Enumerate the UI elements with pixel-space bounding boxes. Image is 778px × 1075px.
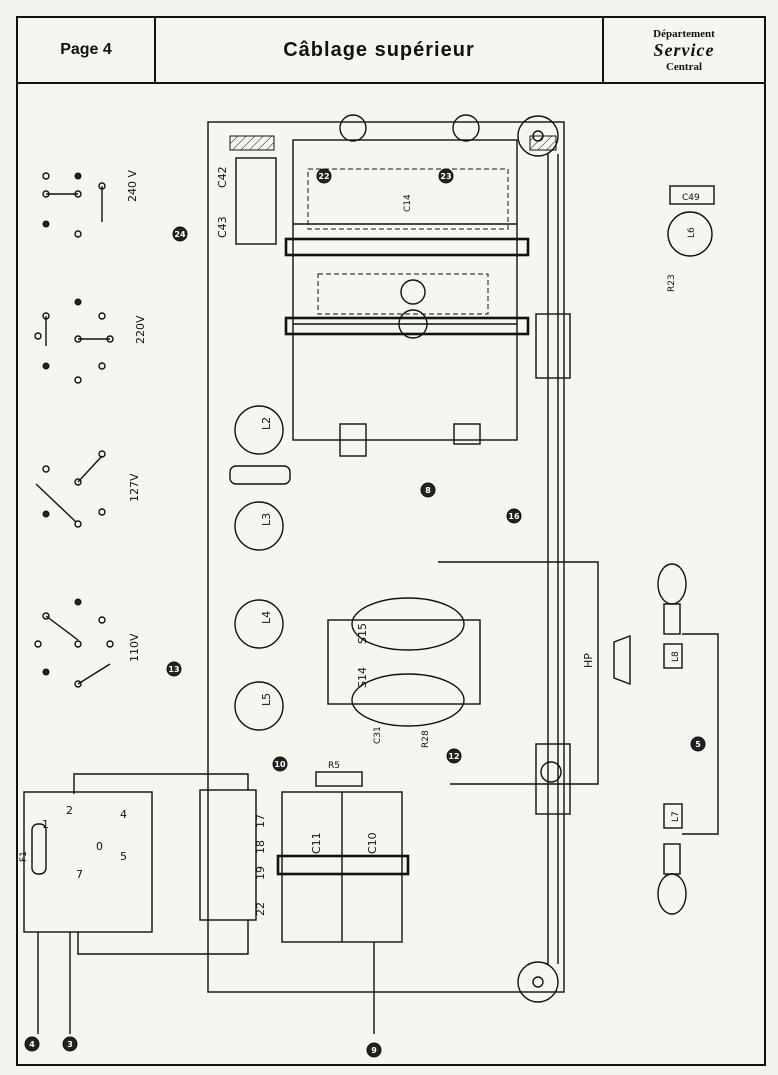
pulley-bottom (517, 961, 559, 1003)
gang-clamp-lower (284, 316, 530, 336)
label-c11: C11 (310, 832, 323, 854)
svg-text:4: 4 (29, 1040, 35, 1049)
department-label: Département (653, 27, 715, 40)
title-block: Page 4 Câblage supérieur Département Ser… (18, 18, 764, 84)
fuse-f1 (31, 823, 47, 875)
node-16: 16 (506, 508, 522, 524)
pilot-lamp-bottom (657, 873, 687, 915)
label-hp: HP (582, 653, 595, 668)
svg-text:3: 3 (67, 1040, 73, 1049)
svg-text:23: 23 (440, 172, 451, 181)
pulley-top (517, 115, 559, 157)
node-24: 24 (172, 226, 188, 242)
svg-text:L3: L3 (260, 513, 273, 526)
voltage-label-240: 240 V (126, 170, 139, 202)
node-3: 3 (62, 1036, 78, 1052)
label-c31: C31 (373, 726, 383, 744)
output-transformer (327, 619, 481, 705)
node-23: 23 (438, 168, 454, 184)
mains-selector-board (23, 791, 153, 933)
label-c49: C49 (682, 193, 700, 203)
coil-l2: L2 (234, 405, 284, 455)
terminal-0: 0 (96, 840, 103, 853)
node-5: 5 (690, 736, 706, 752)
node-10: 10 (272, 756, 288, 772)
svg-text:16: 16 (508, 512, 520, 521)
terminal-5: 5 (120, 850, 127, 863)
svg-text:10: 10 (274, 760, 286, 769)
label-f1: F1 (19, 851, 29, 862)
voltage-label-127: 127V (128, 473, 141, 502)
strip-17: 17 (254, 814, 267, 828)
svg-text:22: 22 (318, 172, 329, 181)
svg-text:L4: L4 (260, 611, 273, 624)
tuning-capacitor-block (292, 139, 518, 441)
wiring-diagram: 240 V 220V 127V 110V (19, 114, 719, 1058)
label-c10: C10 (366, 832, 379, 854)
svg-text:24: 24 (174, 230, 186, 239)
voltage-selector-127: 127V (35, 450, 141, 528)
label-r5: R5 (328, 761, 340, 771)
voltage-label-220: 220V (134, 315, 147, 344)
label-c43: C43 (216, 216, 229, 238)
terminal-2: 2 (66, 804, 73, 817)
voltage-selector-220: 220V (34, 298, 147, 384)
knob-left (339, 114, 367, 142)
label-l6: L6 (687, 227, 697, 238)
service-label: Service (653, 39, 715, 60)
knob-right (452, 114, 480, 142)
tube-socket-l6 (667, 211, 713, 257)
label-l8: L8 (671, 651, 681, 662)
svg-text:12: 12 (448, 752, 459, 761)
chassis-outline (207, 121, 565, 993)
terminal-strip (199, 789, 257, 921)
svg-text:13: 13 (168, 665, 179, 674)
central-label: Central (665, 60, 703, 73)
node-12: 12 (446, 748, 462, 764)
node-4: 4 (24, 1036, 40, 1052)
coil-l4: L4 (234, 599, 284, 649)
node-8: 8 (420, 482, 436, 498)
c42-c43-bracket (235, 157, 277, 245)
label-r23: R23 (667, 274, 677, 292)
coil-l5: L5 (234, 681, 284, 731)
gang-clamp-upper (284, 237, 530, 257)
page-title: Câblage supérieur (156, 18, 604, 82)
page-number: Page 4 (18, 18, 156, 82)
node-22: 22 (316, 168, 332, 184)
svg-text:8: 8 (425, 486, 431, 495)
label-s15: S15 (356, 623, 369, 644)
label-c42: C42 (216, 166, 229, 188)
svg-text:L5: L5 (260, 693, 273, 706)
strip-19: 19 (254, 866, 267, 880)
terminal-4: 4 (120, 808, 127, 821)
voltage-selector-110: 110V (34, 598, 141, 688)
label-c14: C14 (403, 194, 413, 212)
hatched-mount-top (229, 135, 275, 151)
svg-text:9: 9 (371, 1046, 377, 1055)
label-l7: L7 (671, 811, 681, 822)
speaker-symbol (613, 634, 631, 686)
voltage-selector-240: 240 V (42, 170, 139, 238)
strip-22: 22 (254, 902, 267, 916)
node-13: 13 (166, 661, 182, 677)
schematic-sheet: Page 4 Câblage supérieur Département Ser… (16, 16, 766, 1066)
terminal-7: 7 (76, 868, 83, 881)
department-block: Département Service Central (604, 18, 764, 82)
terminal-1: 1 (42, 818, 49, 831)
voltage-label-110: 110V (128, 633, 141, 662)
clip-bracket (229, 465, 291, 485)
label-s14: S14 (356, 667, 369, 688)
strip-18: 18 (254, 840, 267, 854)
node-9: 9 (366, 1042, 382, 1058)
pilot-lamp-top (657, 563, 687, 605)
coil-l3: L3 (234, 501, 284, 551)
svg-text:L2: L2 (260, 417, 273, 430)
label-r28: R28 (421, 730, 431, 748)
resistor-r5 (315, 771, 363, 787)
svg-text:5: 5 (695, 740, 701, 749)
